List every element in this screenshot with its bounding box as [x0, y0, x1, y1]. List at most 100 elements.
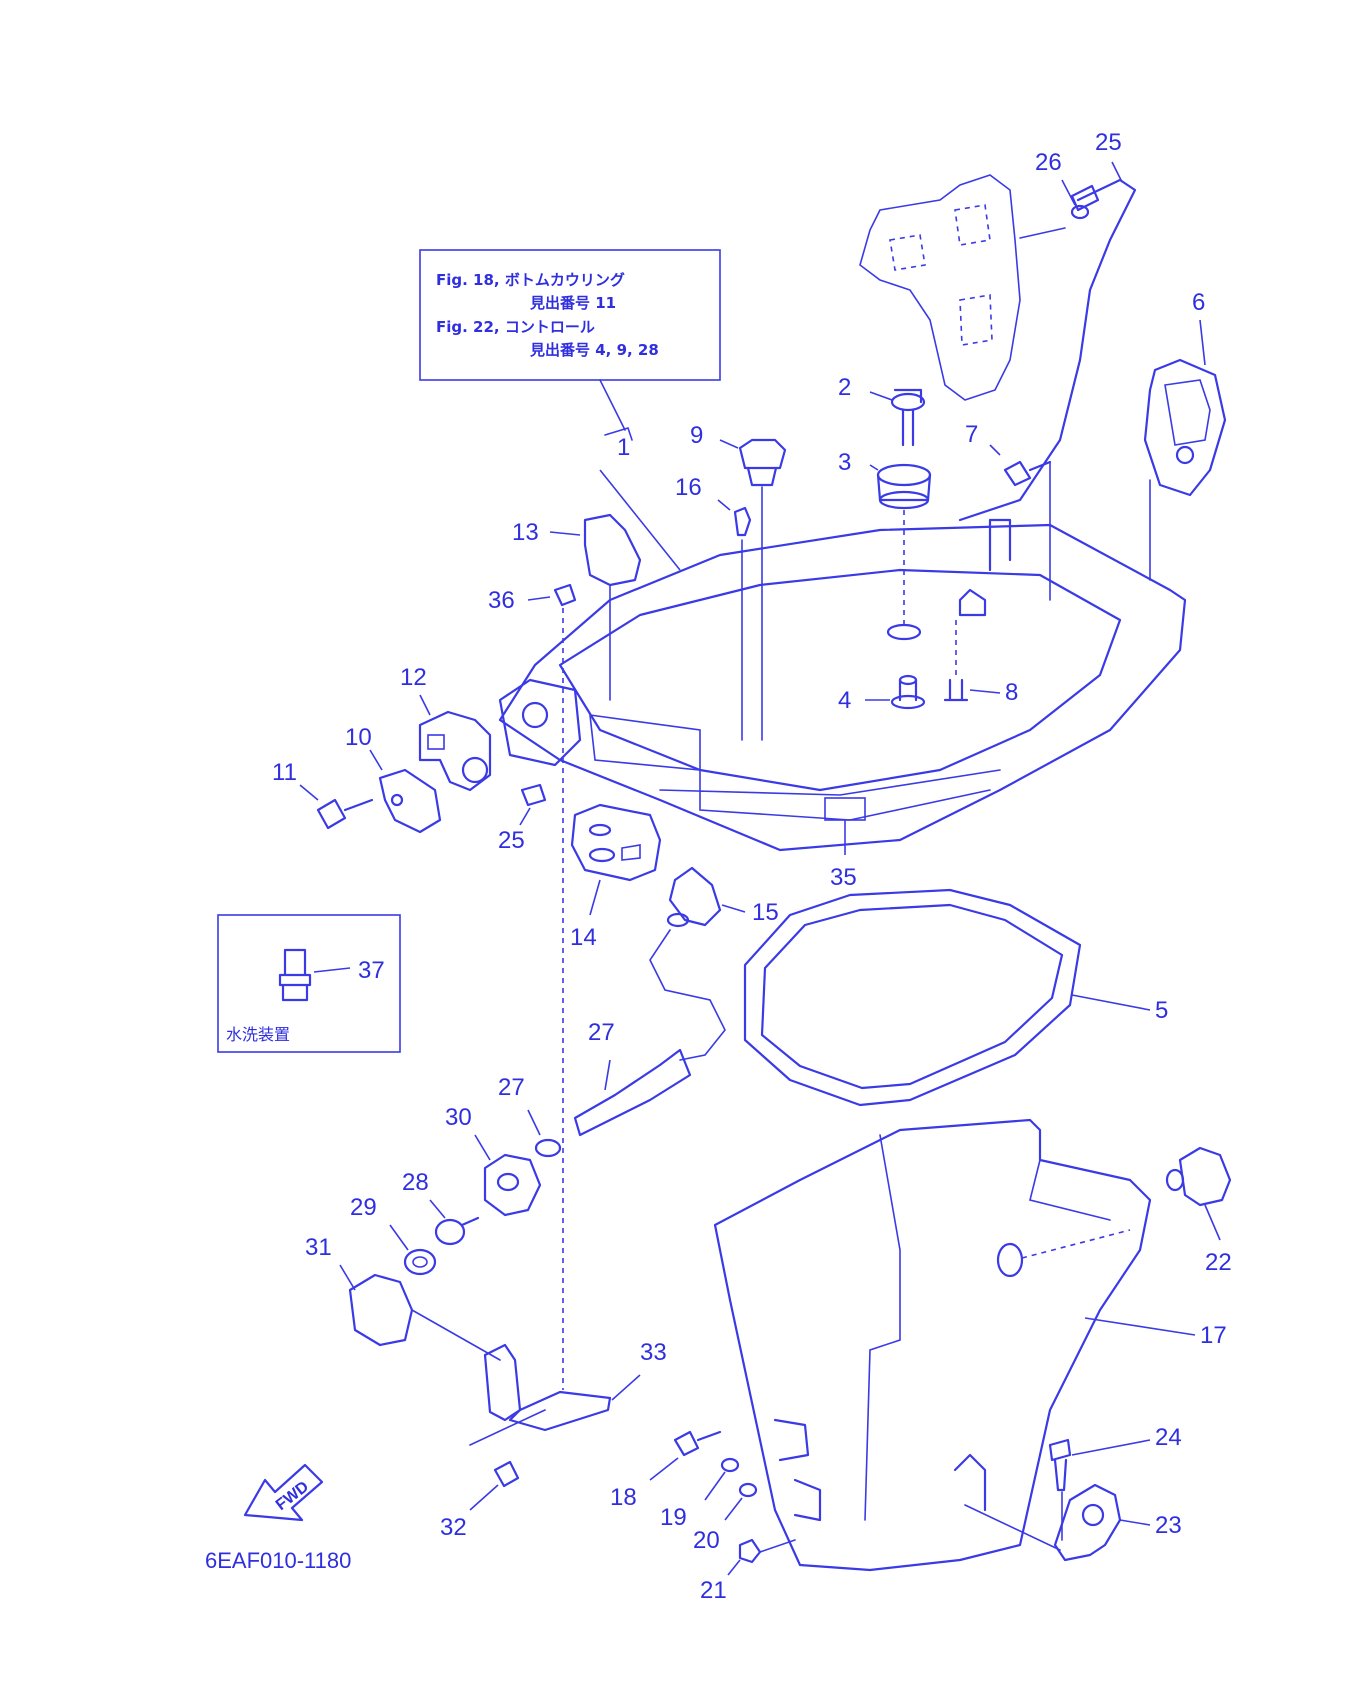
- callout-10: 10: [345, 724, 372, 751]
- bolt-2-cap: [893, 388, 923, 404]
- part-27-clip-top: 26: [1035, 149, 1090, 220]
- leader-20: [724, 1497, 743, 1521]
- forward-arrow: FWD: [243, 1463, 324, 1522]
- callout-33: 32: [440, 1514, 467, 1541]
- callout-27-lower: 27: [498, 1074, 525, 1101]
- callout-29: 28: [402, 1169, 429, 1196]
- grommet-plate-14-hole-b: [588, 847, 616, 863]
- part-15-grommet: 15: [666, 866, 779, 928]
- plug-9-top: [738, 438, 787, 470]
- part-3-grommet: 3: [838, 449, 932, 641]
- part-1-bottom-cowling: 1: [498, 434, 1187, 852]
- callout-6: 6: [1192, 289, 1205, 316]
- part-21-nut: 21: [700, 1538, 796, 1604]
- leader-29: [429, 1199, 446, 1219]
- part-31-nut: 30: [445, 1104, 542, 1217]
- leader-32: [339, 1264, 356, 1291]
- cover-17-mount: [773, 1418, 810, 1462]
- plate-10-hole: [390, 793, 404, 807]
- leader-37: [313, 967, 351, 973]
- callout-25: 25: [498, 827, 525, 854]
- power-head-detail: [889, 204, 993, 346]
- grommet-3-bottom: [878, 490, 930, 510]
- leader-26: [1111, 161, 1123, 183]
- screw-29-shank: [460, 1216, 480, 1227]
- bracket-13: [583, 513, 642, 587]
- part-2-bolt: 2: [838, 374, 926, 447]
- callout-24: 24: [1155, 1424, 1182, 1451]
- cover-17-mount-lower: [793, 1478, 822, 1522]
- screw-18: [673, 1430, 700, 1457]
- callout-22: 22: [1205, 1249, 1232, 1276]
- part-13-bracket: 13: [512, 513, 642, 701]
- cable-28-sleeve: [573, 1048, 692, 1137]
- cowling-lower-lip: [659, 769, 1001, 821]
- reference-box-frame: [419, 249, 721, 381]
- leader-10: [369, 749, 383, 771]
- leader-6: [1199, 319, 1206, 366]
- cable-28-wire: [649, 929, 726, 1061]
- callout-7: 7: [965, 421, 978, 448]
- leader-34: [611, 1374, 641, 1401]
- leader-15: [721, 904, 746, 913]
- grommet-22-neck: [1165, 1168, 1185, 1192]
- screw-16: [733, 506, 752, 537]
- part-7-screw: 7: [965, 421, 1052, 601]
- cover-17-axis: [1021, 1229, 1131, 1259]
- part-5-seal: 5: [743, 888, 1168, 1107]
- fuel-nipple: [1019, 227, 1066, 239]
- reference-line-3: Fig. 22, コントロール: [436, 318, 595, 336]
- cowling-inner-rim: [558, 568, 1122, 792]
- washer-30: [403, 1248, 437, 1276]
- callout-26: 25: [1095, 129, 1122, 156]
- grommet-plate-14-hole-a: [588, 823, 612, 837]
- front-bracket-plate: [498, 678, 582, 767]
- grommet-plate-14-slot: [621, 844, 641, 861]
- leader-8: [969, 689, 1001, 694]
- plate-23-hole: [1081, 1503, 1105, 1527]
- cowling-post: [988, 518, 1012, 572]
- leader-1: [599, 469, 681, 571]
- bolt-2-shank: [901, 408, 915, 447]
- callout-2: 2: [838, 374, 851, 401]
- cover-17-crease: [864, 1134, 901, 1521]
- leader-19: [704, 1471, 726, 1501]
- hose-end-26: [1070, 184, 1100, 212]
- screw-7-head: [1003, 460, 1032, 487]
- screw-29-head: [434, 1218, 466, 1246]
- leader-14: [589, 879, 601, 916]
- part-8-fitting: 8: [943, 620, 1018, 706]
- bracket-12-slot: [427, 734, 445, 750]
- bolt-24-head: [1048, 1438, 1072, 1462]
- leader-9: [719, 439, 739, 449]
- part-14-grommet-plate: 14: [570, 803, 662, 951]
- callout-9: 9: [690, 422, 703, 449]
- leader-35: [527, 596, 551, 601]
- bolt-33-axis: [469, 1409, 546, 1446]
- plate-23-axis: [964, 1504, 1061, 1551]
- clip-27-lower: [534, 1138, 562, 1158]
- collar-4-base: [890, 694, 926, 710]
- cowling-boss: [958, 588, 987, 617]
- part-18-screw: 18: [610, 1430, 722, 1511]
- leader-23: [1119, 1519, 1151, 1526]
- damper-32: [348, 1273, 414, 1347]
- part-27-clip-lower: 27: [498, 1074, 562, 1158]
- grommet-3-top: [876, 463, 932, 487]
- part-25-pad: 25: [498, 783, 547, 854]
- power-head-outline: [859, 174, 1066, 401]
- leader-27-lower: [527, 1109, 541, 1136]
- part-4-collar: 4: [838, 674, 926, 714]
- leader-24: [1071, 1439, 1151, 1456]
- callout-27-top: 26: [1035, 149, 1062, 176]
- part-23-plate: 23: [964, 1483, 1182, 1562]
- callout-16: 16: [675, 474, 702, 501]
- leader-28: [604, 1059, 611, 1091]
- leader-22: [1204, 1204, 1221, 1241]
- latch-6-inner: [1164, 379, 1211, 446]
- reference-line-1: Fig. 18, ボトムカウリング: [436, 271, 625, 289]
- front-bracket: [498, 678, 701, 771]
- callout-23: 23: [1155, 1512, 1182, 1539]
- callout-37: 37: [358, 957, 385, 984]
- callout-13: 13: [512, 519, 539, 546]
